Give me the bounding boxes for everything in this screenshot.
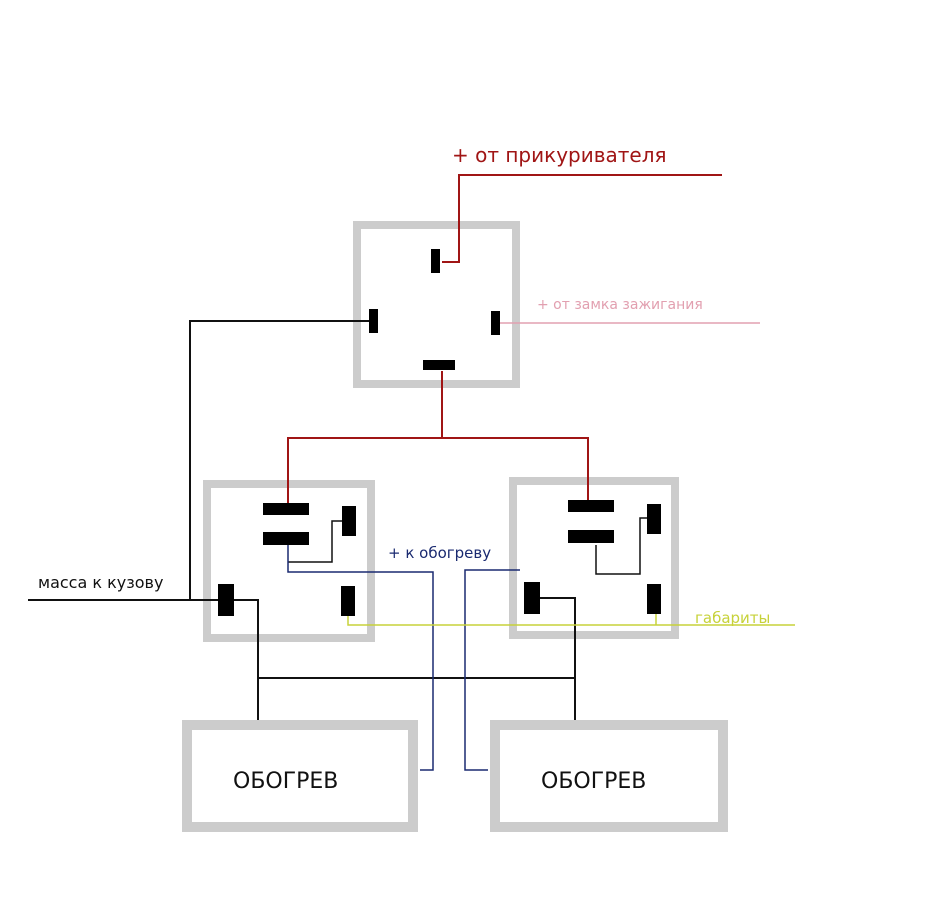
ground-wire-top [189, 320, 372, 600]
top-relay-pin-85 [369, 309, 378, 333]
heater-feed-right [464, 569, 520, 771]
left-relay-link [288, 520, 348, 563]
left-relay-pin-d [218, 584, 234, 616]
right-heater-label: ОБОГРЕВ [541, 769, 646, 794]
right-relay-pin-a [568, 500, 614, 512]
ignition-lock-label: + от замка зажигания [537, 297, 703, 313]
right-relay-pin-c [647, 504, 661, 534]
right-relay-pin-b [568, 530, 614, 543]
left-heater-box [182, 720, 418, 832]
lights-wire [347, 612, 795, 626]
right-relay-pin-e [647, 584, 661, 614]
right-relay-pin-d [524, 582, 540, 614]
ground-wire-main [28, 599, 259, 720]
to-heater-label: + к обогреву [388, 544, 491, 562]
right-relay-link [595, 517, 654, 575]
top-relay-pin-87 [423, 360, 455, 370]
left-relay-pin-e [341, 586, 355, 616]
right-heater-box [490, 720, 728, 832]
top-relay-pin-86 [491, 311, 500, 335]
left-relay-pin-b [263, 532, 309, 545]
cigarette-lighter-label: + от прикуривателя [452, 143, 667, 167]
power-split-wire [287, 437, 589, 504]
top-relay-pin-30 [431, 249, 440, 273]
lighter-power-wire [442, 174, 722, 263]
left-relay-pin-c [342, 506, 356, 536]
left-heater-label: ОБОГРЕВ [233, 769, 338, 794]
left-relay-pin-a [263, 503, 309, 515]
heater-feed-left [287, 545, 434, 771]
ground-wire-right [532, 597, 576, 720]
body-ground-label: масса к кузову [38, 573, 163, 592]
side-lights-label: габариты [695, 609, 770, 627]
